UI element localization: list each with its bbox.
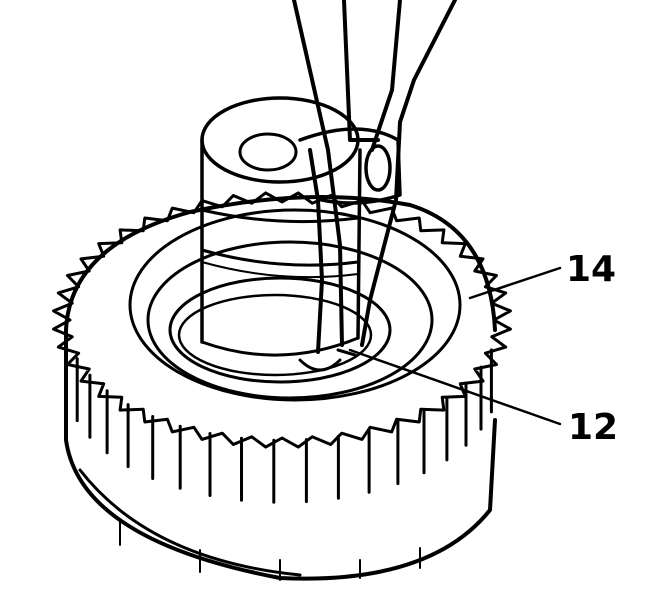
hub-rings (128, 208, 462, 402)
circlip-pliers (292, 0, 457, 372)
leader-line-14 (468, 266, 562, 300)
shaft (200, 96, 362, 357)
callout-label-12: 12 (568, 407, 619, 448)
leader-lines (348, 266, 562, 426)
gear-base (64, 195, 497, 581)
gear-teeth-outline (52, 191, 512, 449)
callout-label-14: 14 (566, 249, 617, 290)
leader-line-12 (348, 348, 562, 426)
